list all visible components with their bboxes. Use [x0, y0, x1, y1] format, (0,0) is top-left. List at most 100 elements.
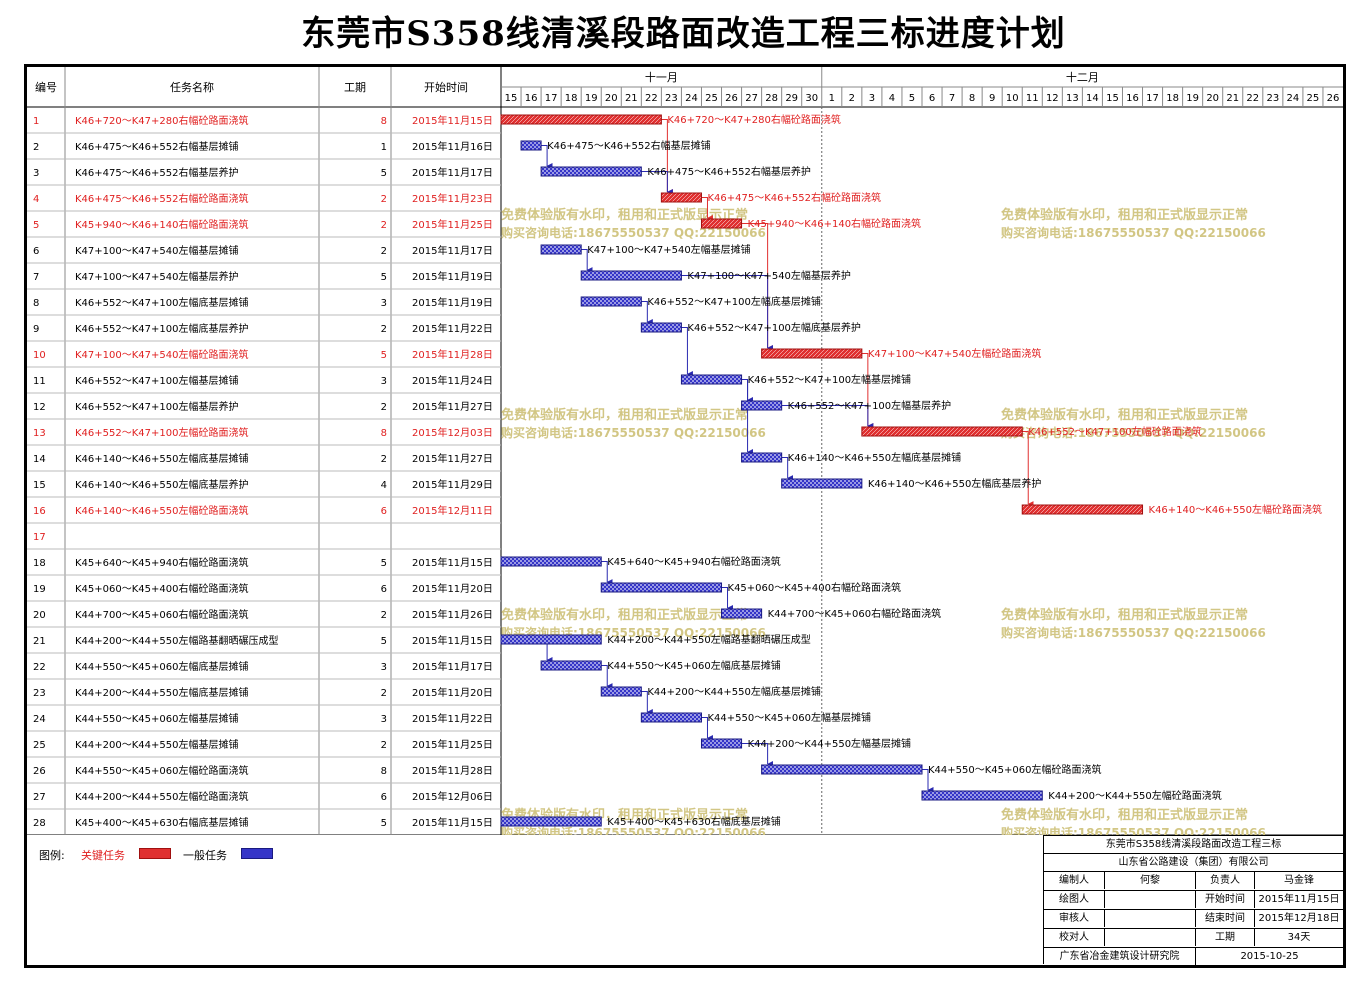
- gantt-bar-task-4: [660, 192, 702, 203]
- watermark-line2: 购买咨询电话:18675550537 QQ:22150066: [1001, 825, 1266, 835]
- dependency-link: [741, 743, 774, 767]
- legend-general-swatch: [241, 848, 273, 859]
- task-number: 9: [33, 324, 39, 335]
- title-block-row: 编制人 何黎 负责人 马金锋: [1044, 872, 1343, 891]
- task-start-date: 2015年12月03日: [412, 426, 493, 439]
- day-tick-label: 9: [989, 93, 995, 104]
- legend-critical-swatch: [139, 848, 171, 859]
- task-duration: 1: [381, 142, 387, 153]
- task-number: 19: [33, 584, 46, 595]
- task-duration: 2: [381, 610, 387, 621]
- title-block-cell: 校对人: [1044, 929, 1105, 946]
- gantt-bar-task-20: [721, 608, 763, 619]
- task-name: K45+640～K45+940右幅砼路面浇筑: [75, 556, 249, 569]
- gantt-bar-label: K44+200～K44+550左幅路基翻晒碾压成型: [607, 633, 811, 646]
- task-duration: 5: [381, 818, 387, 829]
- day-tick-label: 1: [829, 93, 835, 104]
- task-start-date: 2015年11月17日: [412, 660, 493, 673]
- task-number: 11: [33, 376, 46, 387]
- task-duration: 2: [381, 246, 387, 257]
- watermark-line2: 购买咨询电话:18675550537 QQ:22150066: [1001, 225, 1266, 240]
- task-name: K44+200～K44+550左幅路基翻晒碾压成型: [75, 634, 279, 647]
- watermark-line1: 免费体验版有水印，租用和正式版显示正常: [501, 207, 748, 223]
- title-block-cell: 结束时间: [1196, 910, 1255, 927]
- dependency-link: [541, 145, 553, 169]
- task-name: K44+550～K45+060左幅底基层摊铺: [75, 660, 249, 673]
- day-tick-label: 16: [1126, 93, 1139, 104]
- gantt-bar-task-14: [741, 452, 783, 463]
- legend-label: 图例:: [39, 849, 65, 862]
- task-number: 23: [33, 688, 46, 699]
- gantt-bar-label: K45+400～K45+630右幅底基层摊铺: [607, 815, 781, 828]
- gantt-bar-task-24: [640, 712, 702, 723]
- task-start-date: 2015年11月23日: [412, 192, 493, 205]
- gantt-bar-label: K46+140～K46+550左幅底基层摊铺: [788, 451, 962, 464]
- task-name: K46+552～K47+100左幅底基层摊铺: [75, 296, 249, 309]
- gantt-bar-task-22: [540, 660, 602, 671]
- gantt-frame: 免费体验版有水印，租用和正式版显示正常购买咨询电话:18675550537 QQ…: [24, 64, 1346, 968]
- gantt-bar-label: K46+140～K46+550左幅砼路面浇筑: [1149, 503, 1323, 516]
- gantt-bar-task-26: [761, 764, 923, 775]
- task-number: 4: [33, 194, 39, 205]
- task-name: K46+140～K46+550左幅砼路面浇筑: [75, 504, 249, 517]
- task-number: 7: [33, 272, 39, 283]
- task-name: K44+700～K45+060右幅砼路面浇筑: [75, 608, 249, 621]
- gantt-bar-task-7: [580, 270, 682, 281]
- gantt-bar-label: K44+550～K45+060左幅砼路面浇筑: [928, 763, 1102, 776]
- gantt-bar-task-21: [500, 634, 602, 645]
- gantt-bar-task-11: [680, 374, 743, 385]
- title-block-cell: 2015年12月18日: [1258, 913, 1340, 924]
- task-start-date: 2015年12月06日: [412, 790, 493, 803]
- title-block-date: 2015-10-25: [1240, 951, 1299, 962]
- task-duration: 6: [381, 584, 387, 595]
- gantt-bar-task-25: [700, 738, 743, 749]
- day-tick-label: 14: [1086, 93, 1099, 104]
- task-duration: 5: [381, 168, 387, 179]
- task-name: K46+475～K46+552右幅砼路面浇筑: [75, 192, 249, 205]
- task-name: K46+552～K47+100左幅基层养护: [75, 400, 239, 413]
- task-duration: 5: [381, 272, 387, 283]
- task-start-date: 2015年11月16日: [412, 140, 493, 153]
- dependency-link: [661, 119, 673, 195]
- dependency-link: [601, 561, 613, 585]
- gantt-bar-task-19: [600, 582, 723, 593]
- task-number: 21: [33, 636, 46, 647]
- day-tick-label: 23: [665, 93, 678, 104]
- day-tick-label: 24: [1287, 93, 1300, 104]
- task-number: 24: [33, 714, 46, 725]
- task-duration: 6: [381, 792, 387, 803]
- task-duration: 3: [381, 662, 387, 673]
- gantt-bar-task-16: [1021, 504, 1144, 515]
- task-number: 12: [33, 402, 46, 413]
- title-block-row: 绘图人 开始时间 2015年11月15日: [1044, 891, 1343, 910]
- task-name: K45+060～K45+400右幅砼路面浇筑: [75, 582, 249, 595]
- gantt-bar-task-12: [741, 400, 783, 411]
- dependency-link: [861, 353, 874, 429]
- gantt-bar-task-23: [600, 686, 642, 697]
- task-start-date: 2015年11月20日: [412, 582, 493, 595]
- task-duration: 2: [381, 194, 387, 205]
- task-start-date: 2015年11月15日: [412, 634, 493, 647]
- task-number: 8: [33, 298, 39, 309]
- legend: 图例: 关键任务 一般任务: [27, 835, 1043, 965]
- watermark-line2: 购买咨询电话:18675550537 QQ:22150066: [1001, 625, 1266, 640]
- task-start-date: 2015年11月29日: [412, 478, 493, 491]
- day-tick-label: 15: [505, 93, 518, 104]
- gantt-bar-label: K46+475～K46+552右幅基层养护: [647, 165, 811, 178]
- title-block-cell: [1105, 929, 1196, 946]
- task-number: 16: [33, 506, 46, 517]
- watermark-line1: 免费体验版有水印，租用和正式版显示正常: [1001, 807, 1248, 823]
- gantt-bar-label: K47+100～K47+540左幅基层养护: [687, 269, 851, 282]
- task-number: 10: [33, 350, 46, 361]
- task-name: K45+940～K46+140右幅砼路面浇筑: [75, 218, 249, 231]
- task-duration: 2: [381, 740, 387, 751]
- task-name: K46+140～K46+550左幅底基层摊铺: [75, 452, 249, 465]
- task-duration: 2: [381, 220, 387, 231]
- task-start-date: 2015年11月22日: [412, 322, 493, 335]
- gantt-bar-label: K44+550～K45+060左幅底基层摊铺: [607, 659, 781, 672]
- dependency-link: [641, 691, 653, 715]
- dependency-link: [681, 275, 774, 351]
- task-start-date: 2015年11月27日: [412, 400, 493, 413]
- gantt-bar-label: K44+200～K44+550左幅砼路面浇筑: [1048, 789, 1222, 802]
- task-duration: 3: [381, 298, 387, 309]
